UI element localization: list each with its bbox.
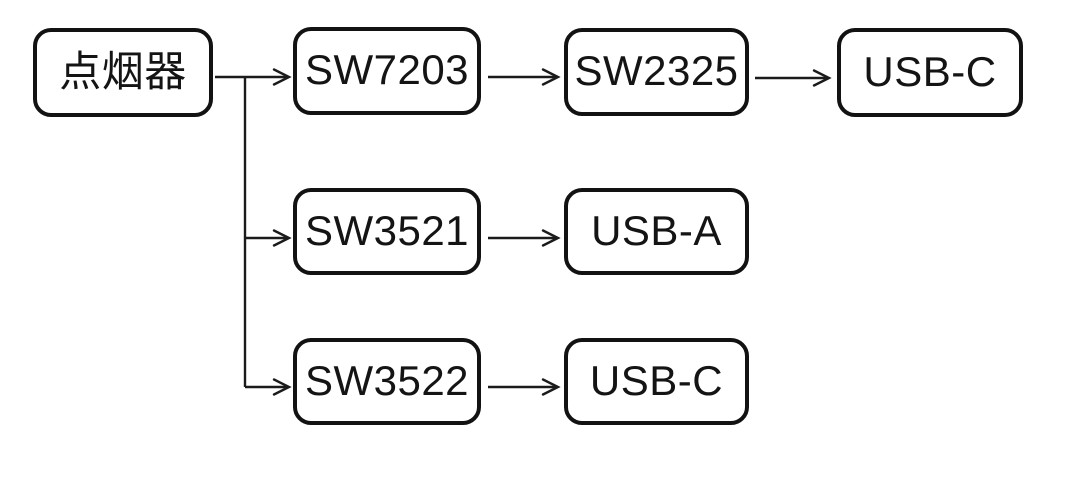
node-usb-c-2: USB-C xyxy=(564,338,749,425)
node-label: USB-C xyxy=(589,356,724,404)
node-label: SW3521 xyxy=(304,206,470,254)
node-usb-c-1: USB-C xyxy=(837,28,1023,117)
node-label: 点烟器 xyxy=(59,47,187,95)
node-label: SW3522 xyxy=(304,356,470,404)
arrowhead-icon xyxy=(541,378,561,396)
arrowhead-icon xyxy=(272,68,292,86)
node-sw2325: SW2325 xyxy=(564,28,749,116)
node-sw3522: SW3522 xyxy=(293,338,481,425)
arrowhead-icon xyxy=(272,378,292,396)
arrowhead-icon xyxy=(541,229,561,247)
node-label: USB-A xyxy=(591,206,722,254)
node-sw7203: SW7203 xyxy=(293,27,481,115)
node-label: USB-C xyxy=(863,47,997,95)
arrowhead-icon xyxy=(541,68,561,86)
arrowhead-icon xyxy=(812,69,832,87)
node-label: SW7203 xyxy=(304,46,470,93)
node-usb-a: USB-A xyxy=(564,188,749,275)
node-label: SW2325 xyxy=(574,47,739,94)
node-sw3521: SW3521 xyxy=(293,188,481,275)
node-lighter: 点烟器 xyxy=(33,28,213,117)
arrowhead-icon xyxy=(272,229,292,247)
